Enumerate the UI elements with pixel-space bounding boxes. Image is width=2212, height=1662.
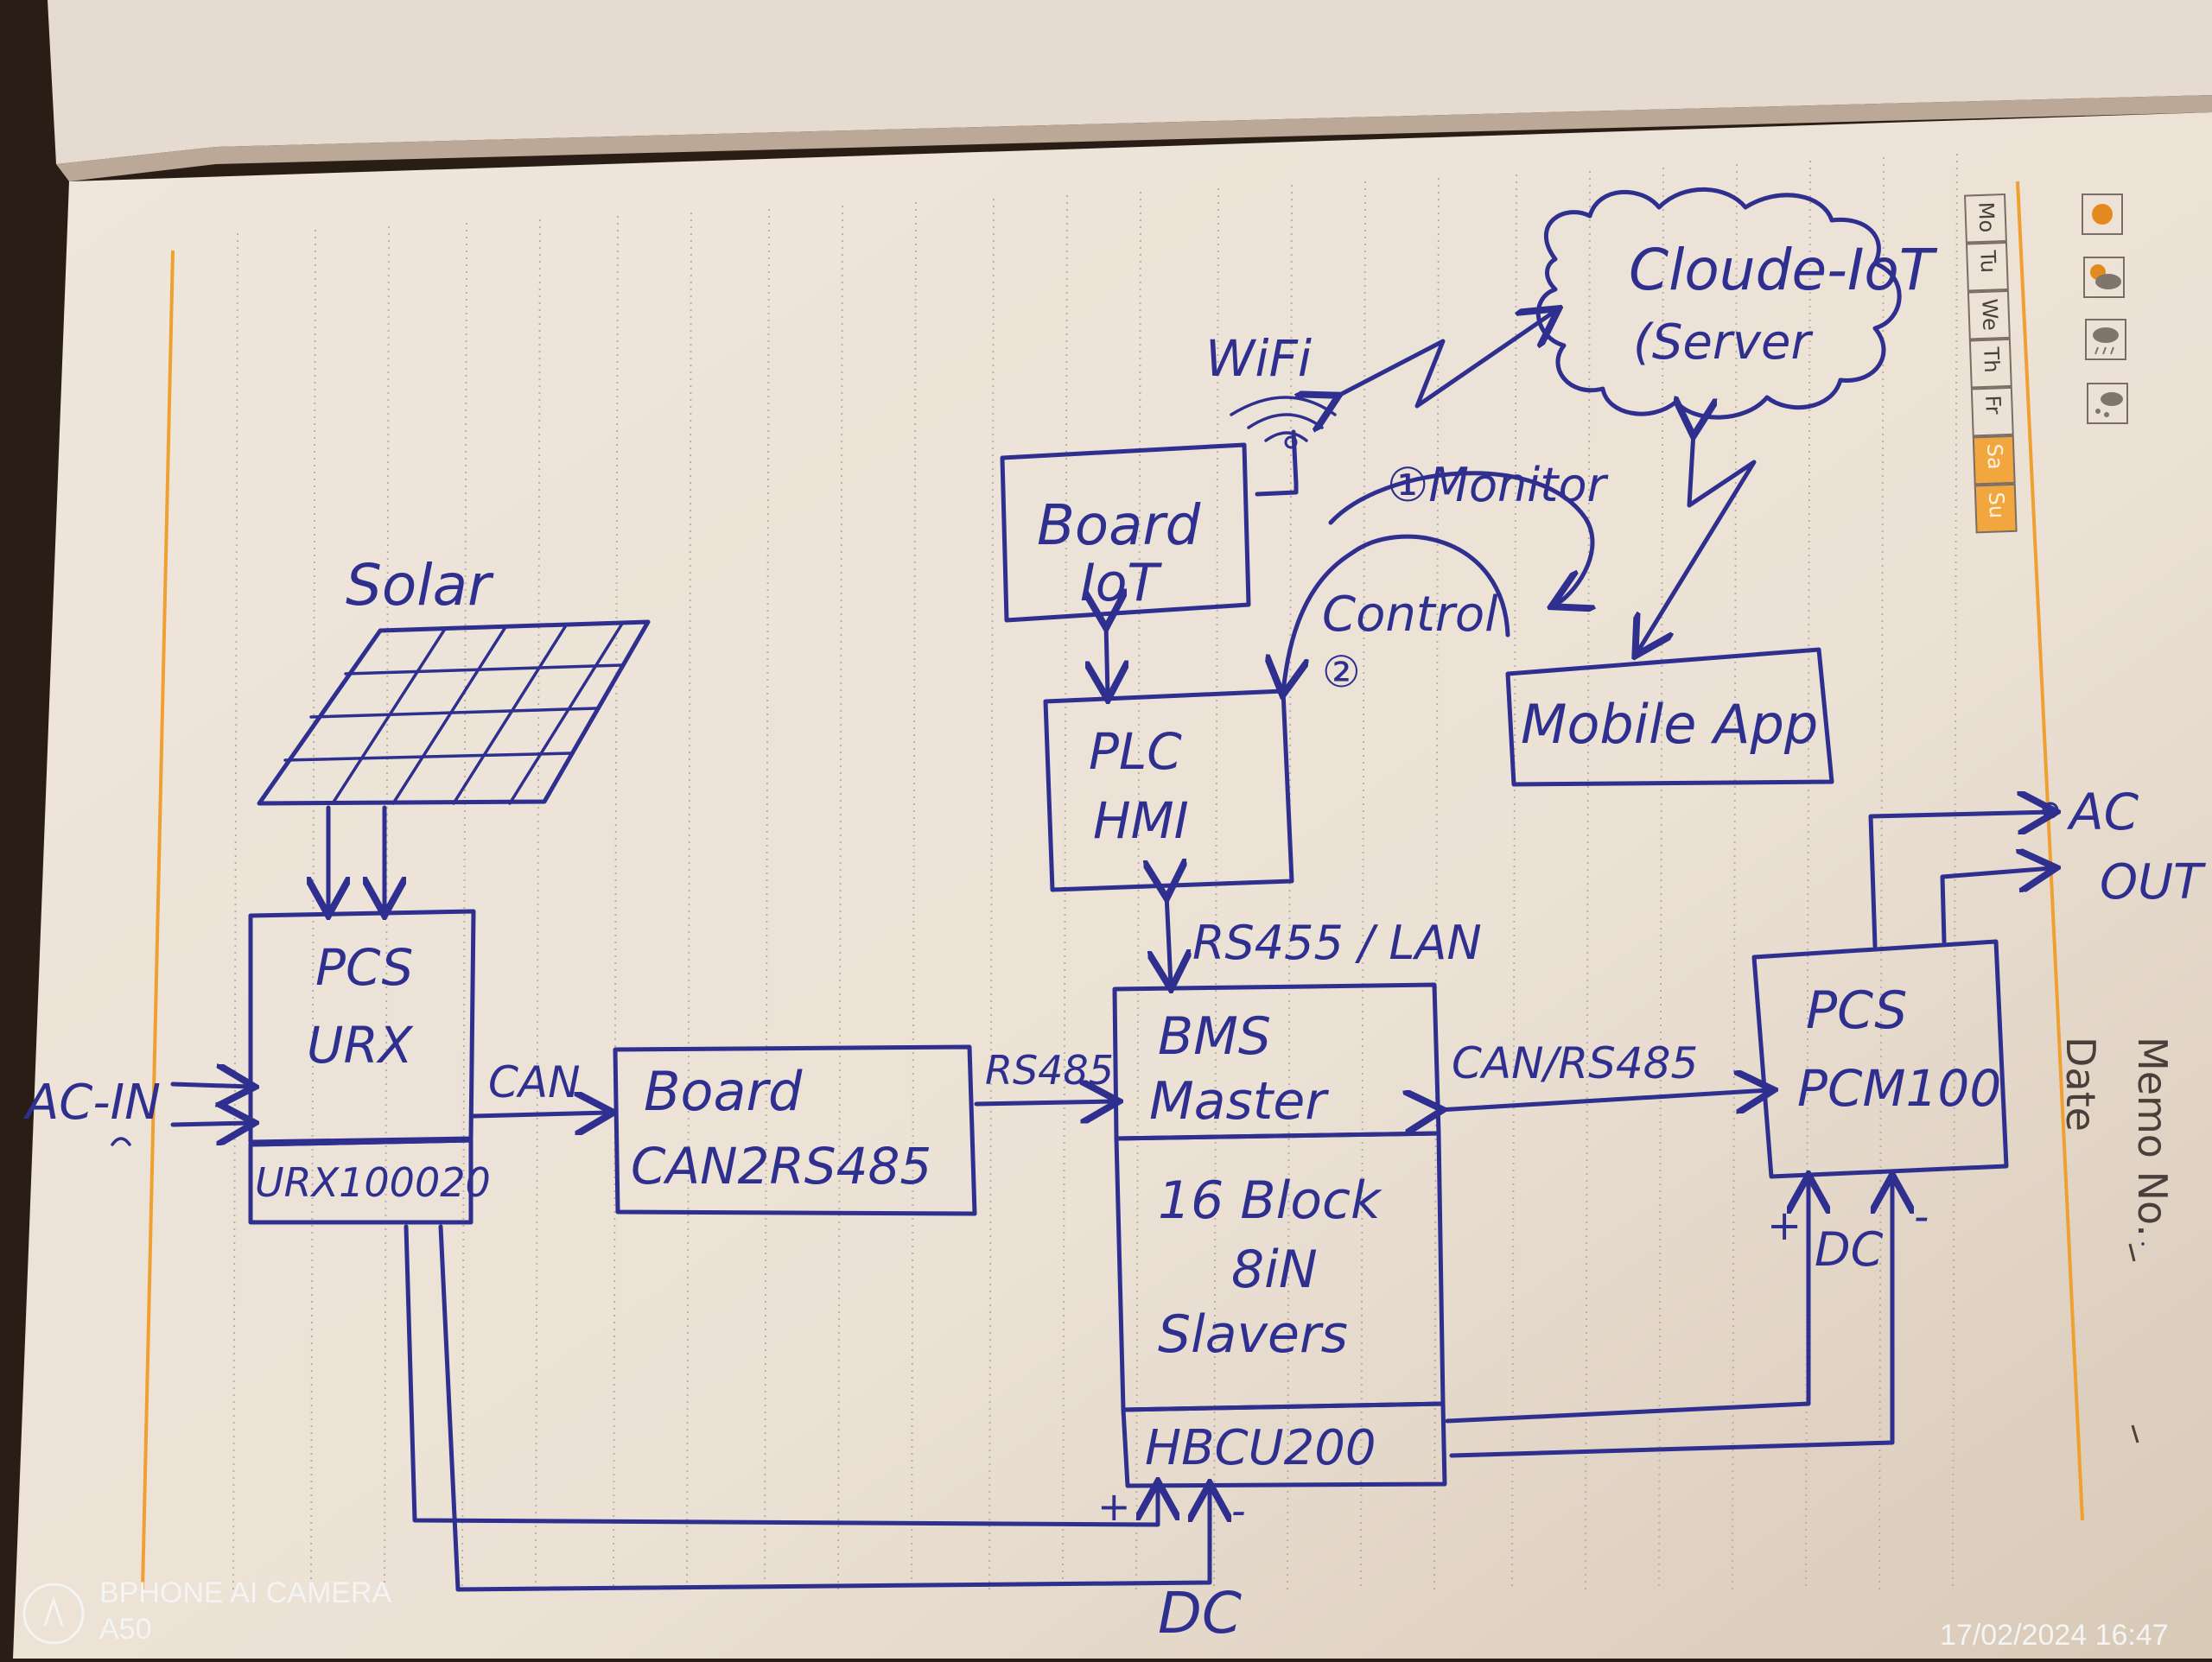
board-can-line2: CAN2RS485 bbox=[631, 1137, 931, 1196]
solar-label: Solar bbox=[346, 552, 494, 618]
camera-logo-icon bbox=[22, 1583, 85, 1645]
weather-icons bbox=[2082, 193, 2128, 424]
board-can-line1: Board bbox=[644, 1060, 803, 1123]
memo-no-label: Memo No. bbox=[2129, 1037, 2176, 1237]
bms-slave-line3: Slavers bbox=[1158, 1304, 1348, 1365]
weekday-label-th: Th bbox=[1979, 346, 2004, 373]
weekday-cell bbox=[1965, 241, 2009, 292]
camera-brand: BPHONE AI CAMERA bbox=[99, 1576, 392, 1609]
wifi-label: WiFi bbox=[1205, 329, 1312, 388]
board-iot-line2: IoT bbox=[1080, 553, 1162, 613]
weekday-cell bbox=[1968, 338, 2012, 389]
rs485-label: RS485 bbox=[985, 1047, 1114, 1094]
camera-model: A50 bbox=[99, 1613, 152, 1646]
dc-right-label: DC bbox=[1815, 1222, 1884, 1277]
plus-bottom: + bbox=[1097, 1483, 1131, 1530]
weekday-cell bbox=[1963, 193, 2007, 244]
can-rs485-label: CAN/RS485 bbox=[1452, 1038, 1698, 1088]
plc-hmi-line2: HMI bbox=[1093, 791, 1189, 850]
partly-cloudy-icon bbox=[2083, 257, 2125, 298]
left-margin-line bbox=[141, 250, 175, 1590]
cloud-subtitle: (Server bbox=[1633, 314, 1813, 371]
monitor-label: ①Monitor bbox=[1387, 458, 1608, 512]
mobile-app-label: Mobile App bbox=[1521, 693, 1818, 756]
monitor-arrow bbox=[1328, 471, 1592, 605]
rs485-lan-label: RS455 / LAN bbox=[1192, 916, 1482, 970]
control-label: Control bbox=[1322, 587, 1498, 643]
ac-out-line1: AC bbox=[2066, 783, 2139, 841]
weekday-cell bbox=[1972, 435, 2016, 485]
weekday-label-mo: Mo bbox=[1974, 201, 1999, 232]
date-label: Date bbox=[2057, 1037, 2104, 1132]
rain-icon bbox=[2085, 319, 2126, 360]
bms-model-label: HBCU200 bbox=[1145, 1420, 1376, 1476]
weekday-cell bbox=[1967, 289, 2011, 340]
weekday-cell bbox=[1970, 386, 2014, 437]
minus-bottom: - bbox=[1231, 1488, 1246, 1534]
urx-model-label: URX100020 bbox=[255, 1159, 491, 1206]
cloud-mobile-link bbox=[1637, 432, 1757, 652]
plc-hmi-line1: PLC bbox=[1089, 722, 1182, 781]
wifi-cloud-link bbox=[1335, 311, 1555, 406]
ac-out-line2: OUT bbox=[2100, 854, 2206, 910]
top-page bbox=[48, 0, 2212, 164]
pcs-urx-line1: PCS bbox=[315, 938, 413, 997]
board-iot-line1: Board bbox=[1037, 494, 1201, 558]
photo-timestamp: 17/02/2024 16:47 bbox=[1940, 1619, 2169, 1652]
board-can-box bbox=[613, 1044, 977, 1216]
pcs-pcm-line2: PCM100 bbox=[1797, 1059, 2001, 1118]
solar-panel-icon bbox=[257, 619, 651, 806]
can-label: CAN bbox=[488, 1057, 581, 1107]
weekday-label-su: Su bbox=[1984, 492, 2009, 518]
bms-model-box bbox=[1121, 1401, 1447, 1488]
ac-in-label: AC-IN bbox=[23, 1075, 161, 1131]
pcs-urx-line2: URX bbox=[307, 1016, 414, 1075]
sun-icon bbox=[2082, 193, 2123, 235]
board-iot-box bbox=[1000, 442, 1251, 623]
weekday-label-tu: Tu bbox=[1975, 249, 2000, 273]
dc-bottom-label: DC bbox=[1158, 1580, 1242, 1646]
control-arrow bbox=[1283, 534, 1510, 691]
weekday-label-fr: Fr bbox=[1980, 395, 2005, 415]
urx-model-box bbox=[248, 1138, 474, 1225]
weekday-label-we: We bbox=[1977, 298, 2002, 331]
weekday-label-sa: Sa bbox=[1982, 443, 2007, 470]
snow-icon bbox=[2087, 383, 2128, 424]
mobile-app-box bbox=[1505, 647, 1834, 787]
bms-slave-line2: 8iN bbox=[1231, 1240, 1318, 1300]
plc-hmi-box bbox=[1043, 688, 1294, 892]
bms-line1: BMS bbox=[1158, 1006, 1271, 1067]
camera-watermark: BPHONE AI CAMERA A50 17/02/2024 16:47 bbox=[22, 1576, 2169, 1652]
control-number: ② bbox=[1322, 647, 1361, 697]
pcs-pcm-line1: PCS bbox=[1806, 980, 1907, 1041]
bms-line2: Master bbox=[1149, 1071, 1329, 1132]
minus-right: - bbox=[1914, 1193, 1929, 1241]
plus-right: + bbox=[1767, 1202, 1802, 1250]
system-diagram: Cloude-IoT (Server WiFi Board IoT ①Monit… bbox=[23, 187, 2206, 1646]
pcs-pcm-box bbox=[1751, 939, 2009, 1179]
bms-slave-line1: 16 Block bbox=[1158, 1170, 1382, 1231]
weekday-cell bbox=[1974, 483, 2018, 534]
cloud-title: Cloude-IoT bbox=[1629, 237, 1938, 303]
